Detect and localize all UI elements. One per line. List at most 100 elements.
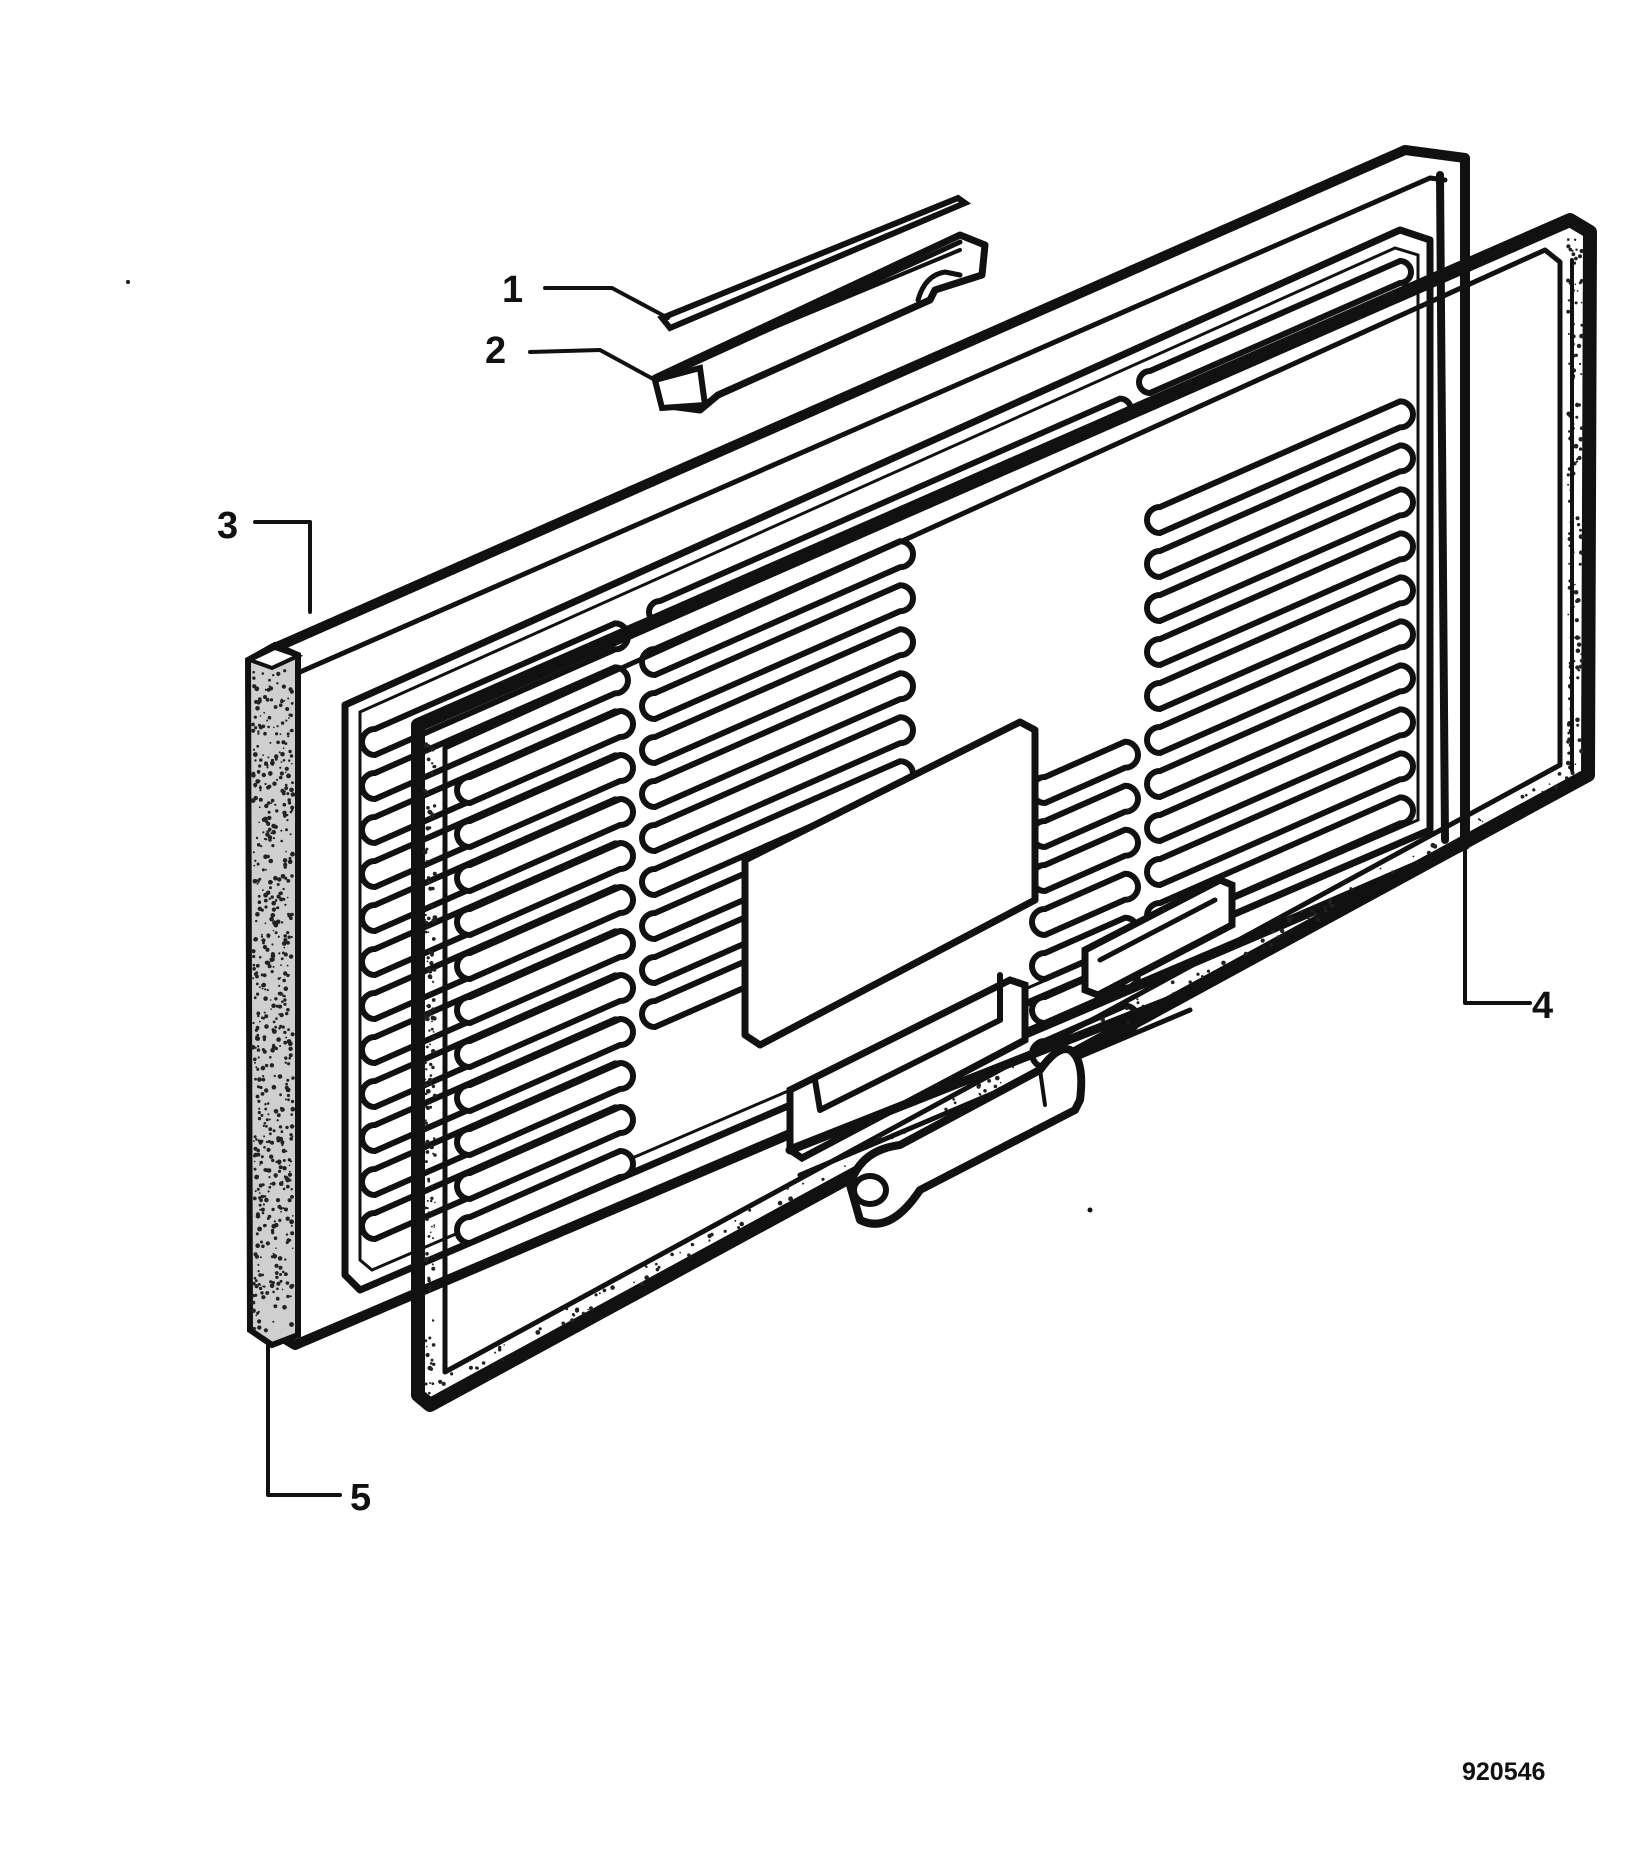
seal-speckle-dot xyxy=(276,1113,281,1118)
seal-speckle-dot xyxy=(281,1148,287,1154)
seal-speckle-dot xyxy=(257,732,260,735)
seal-speckle-dot xyxy=(278,952,281,955)
seal-speckle-dot xyxy=(264,838,268,841)
seal-speckle-dot xyxy=(275,1296,280,1301)
frame-speckle-dot xyxy=(737,1226,741,1229)
seal-speckle-dot xyxy=(280,1140,285,1145)
frame-speckle-dot xyxy=(1481,820,1484,823)
frame-speckle-dot xyxy=(1136,1001,1140,1005)
frame-speckle-dot xyxy=(429,1043,432,1046)
frame-speckle-dot xyxy=(424,1061,427,1065)
seal-speckle-dot xyxy=(251,1293,255,1298)
frame-speckle-dot xyxy=(423,1257,429,1262)
seal-speckle-dot xyxy=(255,1094,260,1099)
seal-speckle-dot xyxy=(278,1004,283,1009)
seal-speckle-dot xyxy=(288,1164,291,1167)
seal-speckle-dot xyxy=(257,1014,260,1018)
frame-speckle-dot xyxy=(1196,972,1200,976)
seal-speckle-dot xyxy=(280,698,283,701)
seal-speckle-dot xyxy=(284,903,287,906)
seal-speckle-dot xyxy=(283,699,286,702)
seal-speckle-dot xyxy=(261,938,266,943)
frame-speckle-dot xyxy=(1573,238,1577,241)
frame-speckle-dot xyxy=(1479,819,1482,822)
seal-speckle-dot xyxy=(263,1122,267,1125)
seal-speckle-dot xyxy=(256,1187,260,1191)
seal-speckle-dot xyxy=(272,1320,275,1323)
seal-speckle-dot xyxy=(252,752,258,757)
seal-speckle-dot xyxy=(288,713,292,717)
seal-speckle-dot xyxy=(277,1169,282,1173)
frame-speckle-dot xyxy=(433,1224,436,1227)
seal-speckle-dot xyxy=(277,1074,283,1079)
frame-speckle-dot xyxy=(1260,938,1265,943)
frame-speckle-dot xyxy=(1573,443,1579,449)
seal-speckle-dot xyxy=(267,725,270,729)
window-opening xyxy=(741,718,1039,1049)
seal-speckle-dot xyxy=(258,1192,261,1194)
seal-speckle-dot xyxy=(286,896,289,899)
seal-speckle-dot xyxy=(257,1110,261,1115)
seal-speckle-dot xyxy=(263,711,266,714)
seal-speckle-dot xyxy=(267,815,272,821)
frame-speckle-dot xyxy=(1579,528,1582,532)
frame-speckle-dot xyxy=(428,1336,432,1340)
frame-speckle-dot xyxy=(1579,550,1584,555)
seal-speckle-dot xyxy=(265,1224,267,1227)
panel-rib xyxy=(1144,662,1416,801)
seal-speckle-dot xyxy=(274,997,278,1001)
frame-speckle-dot xyxy=(1346,894,1349,896)
frame-speckle-dot xyxy=(538,1327,542,1331)
seal-speckle-dot xyxy=(267,756,270,759)
frame-speckle-dot xyxy=(1520,794,1525,799)
frame-speckle-dot xyxy=(1574,256,1578,261)
seal-speckle-dot xyxy=(258,1107,261,1110)
frame-speckle-dot xyxy=(1579,748,1584,754)
seal-speckle-dot xyxy=(285,1178,290,1183)
frame-speckle-dot xyxy=(429,1144,435,1150)
seal-speckle-dot xyxy=(282,1159,286,1162)
seal-speckle-dot xyxy=(262,941,265,945)
frame-speckle-dot xyxy=(430,747,435,752)
seal-speckle-dot xyxy=(269,1132,272,1136)
stray-dot xyxy=(1087,1207,1093,1213)
seal-speckle-dot xyxy=(281,941,287,946)
seal-speckle-dot xyxy=(278,1013,280,1015)
seal-speckle-dot xyxy=(269,1154,274,1159)
seal-speckle-dot xyxy=(286,879,291,883)
seal-speckle-dot xyxy=(289,1322,294,1327)
frame-speckle-dot xyxy=(432,968,437,972)
frame-speckle-dot xyxy=(432,1237,434,1240)
frame-speckle-dot xyxy=(589,1306,593,1311)
frame-speckle-dot xyxy=(424,1339,428,1343)
frame-speckle-dot xyxy=(1567,299,1571,302)
seal-speckle-dot xyxy=(263,1195,267,1198)
frame-speckle-dot xyxy=(594,1293,598,1297)
seal-speckle-dot xyxy=(283,814,287,818)
seal-speckle-dot xyxy=(275,1247,277,1249)
seal-speckle-dot xyxy=(254,699,259,704)
frame-speckle-dot xyxy=(427,1077,433,1083)
seal-speckle-dot xyxy=(287,1062,291,1066)
seal-speckle-dot xyxy=(251,949,256,954)
seal-speckle-dot xyxy=(253,1135,257,1139)
seal-speckle-dot xyxy=(278,1125,283,1129)
seal-speckle-dot xyxy=(257,1270,260,1273)
seal-speckle-dot xyxy=(289,689,294,694)
seal-speckle-dot xyxy=(284,1258,287,1261)
seal-speckle-dot xyxy=(262,754,264,757)
frame-speckle-dot xyxy=(1496,819,1498,821)
seal-speckle-dot xyxy=(255,1138,258,1141)
frame-speckle-dot xyxy=(1566,309,1571,314)
seal-speckle-dot xyxy=(264,688,267,691)
frame-speckle-dot xyxy=(610,1285,615,1290)
panel-rib xyxy=(454,927,636,1027)
frame-speckle-dot xyxy=(423,1013,429,1018)
seal-speckle-dot xyxy=(289,754,294,758)
seal-speckle-dot xyxy=(274,825,278,829)
seal-speckle-dot xyxy=(283,1030,287,1035)
frame-speckle-dot xyxy=(1576,642,1582,647)
seal-speckle-dot xyxy=(286,931,290,935)
frame-speckle-dot xyxy=(425,1352,430,1358)
frame-speckle-dot xyxy=(1574,635,1580,640)
